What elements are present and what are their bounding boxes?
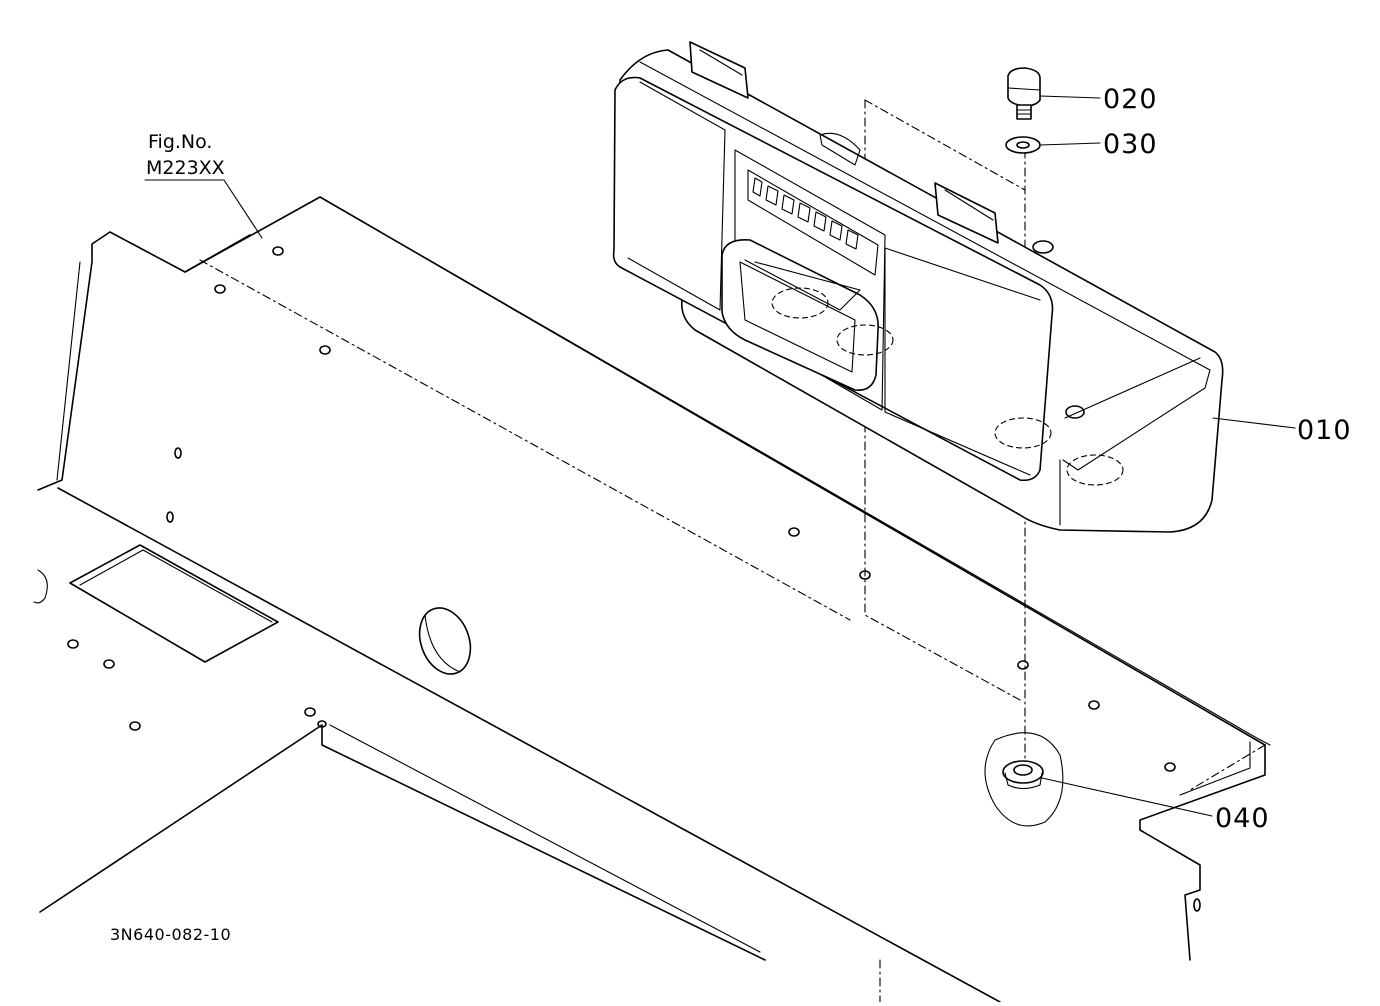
panel-front-face-inner: [1179, 741, 1251, 796]
tool-box: [612, 41, 1224, 533]
panel-rect-cutout: [69, 544, 279, 663]
panel-lower-opening: [39, 724, 766, 961]
leader-020: [1039, 95, 1101, 99]
drawing-code: 3N640-082-10: [110, 925, 232, 944]
nut-detail-bubble: [984, 732, 1064, 827]
panel-round-hole: [418, 607, 472, 675]
leader-lines: [144, 95, 1296, 817]
part-label-040: 040: [1215, 803, 1270, 834]
tool-box-logo: [747, 169, 879, 276]
leader-010: [1212, 417, 1296, 429]
leader-fig: [144, 179, 263, 239]
part-label-020: 020: [1103, 84, 1158, 115]
washer: [1005, 136, 1041, 154]
part-label-030: 030: [1103, 129, 1158, 160]
panel-right-edge: [319, 196, 1271, 746]
tool-box-latch-left: [689, 41, 749, 99]
tool-box-lid: [612, 76, 1054, 482]
part-label-010: 010: [1297, 415, 1352, 446]
leader-030: [1039, 142, 1101, 146]
bolt: [1007, 67, 1041, 120]
base-panel: [33, 196, 1271, 1003]
panel-left-flange: [37, 231, 251, 491]
leader-040: [1041, 777, 1213, 817]
panel-front-fold: [57, 487, 1001, 1003]
panel-front-face: [1139, 744, 1266, 961]
fig-no-value: M223XX: [146, 157, 225, 179]
panel-left-flange-inner: [56, 261, 81, 481]
tool-box-handle: [721, 238, 879, 392]
fig-no-label: Fig.No.: [148, 131, 213, 153]
tool-box-latch-right: [934, 182, 999, 244]
nut: [984, 732, 1064, 827]
